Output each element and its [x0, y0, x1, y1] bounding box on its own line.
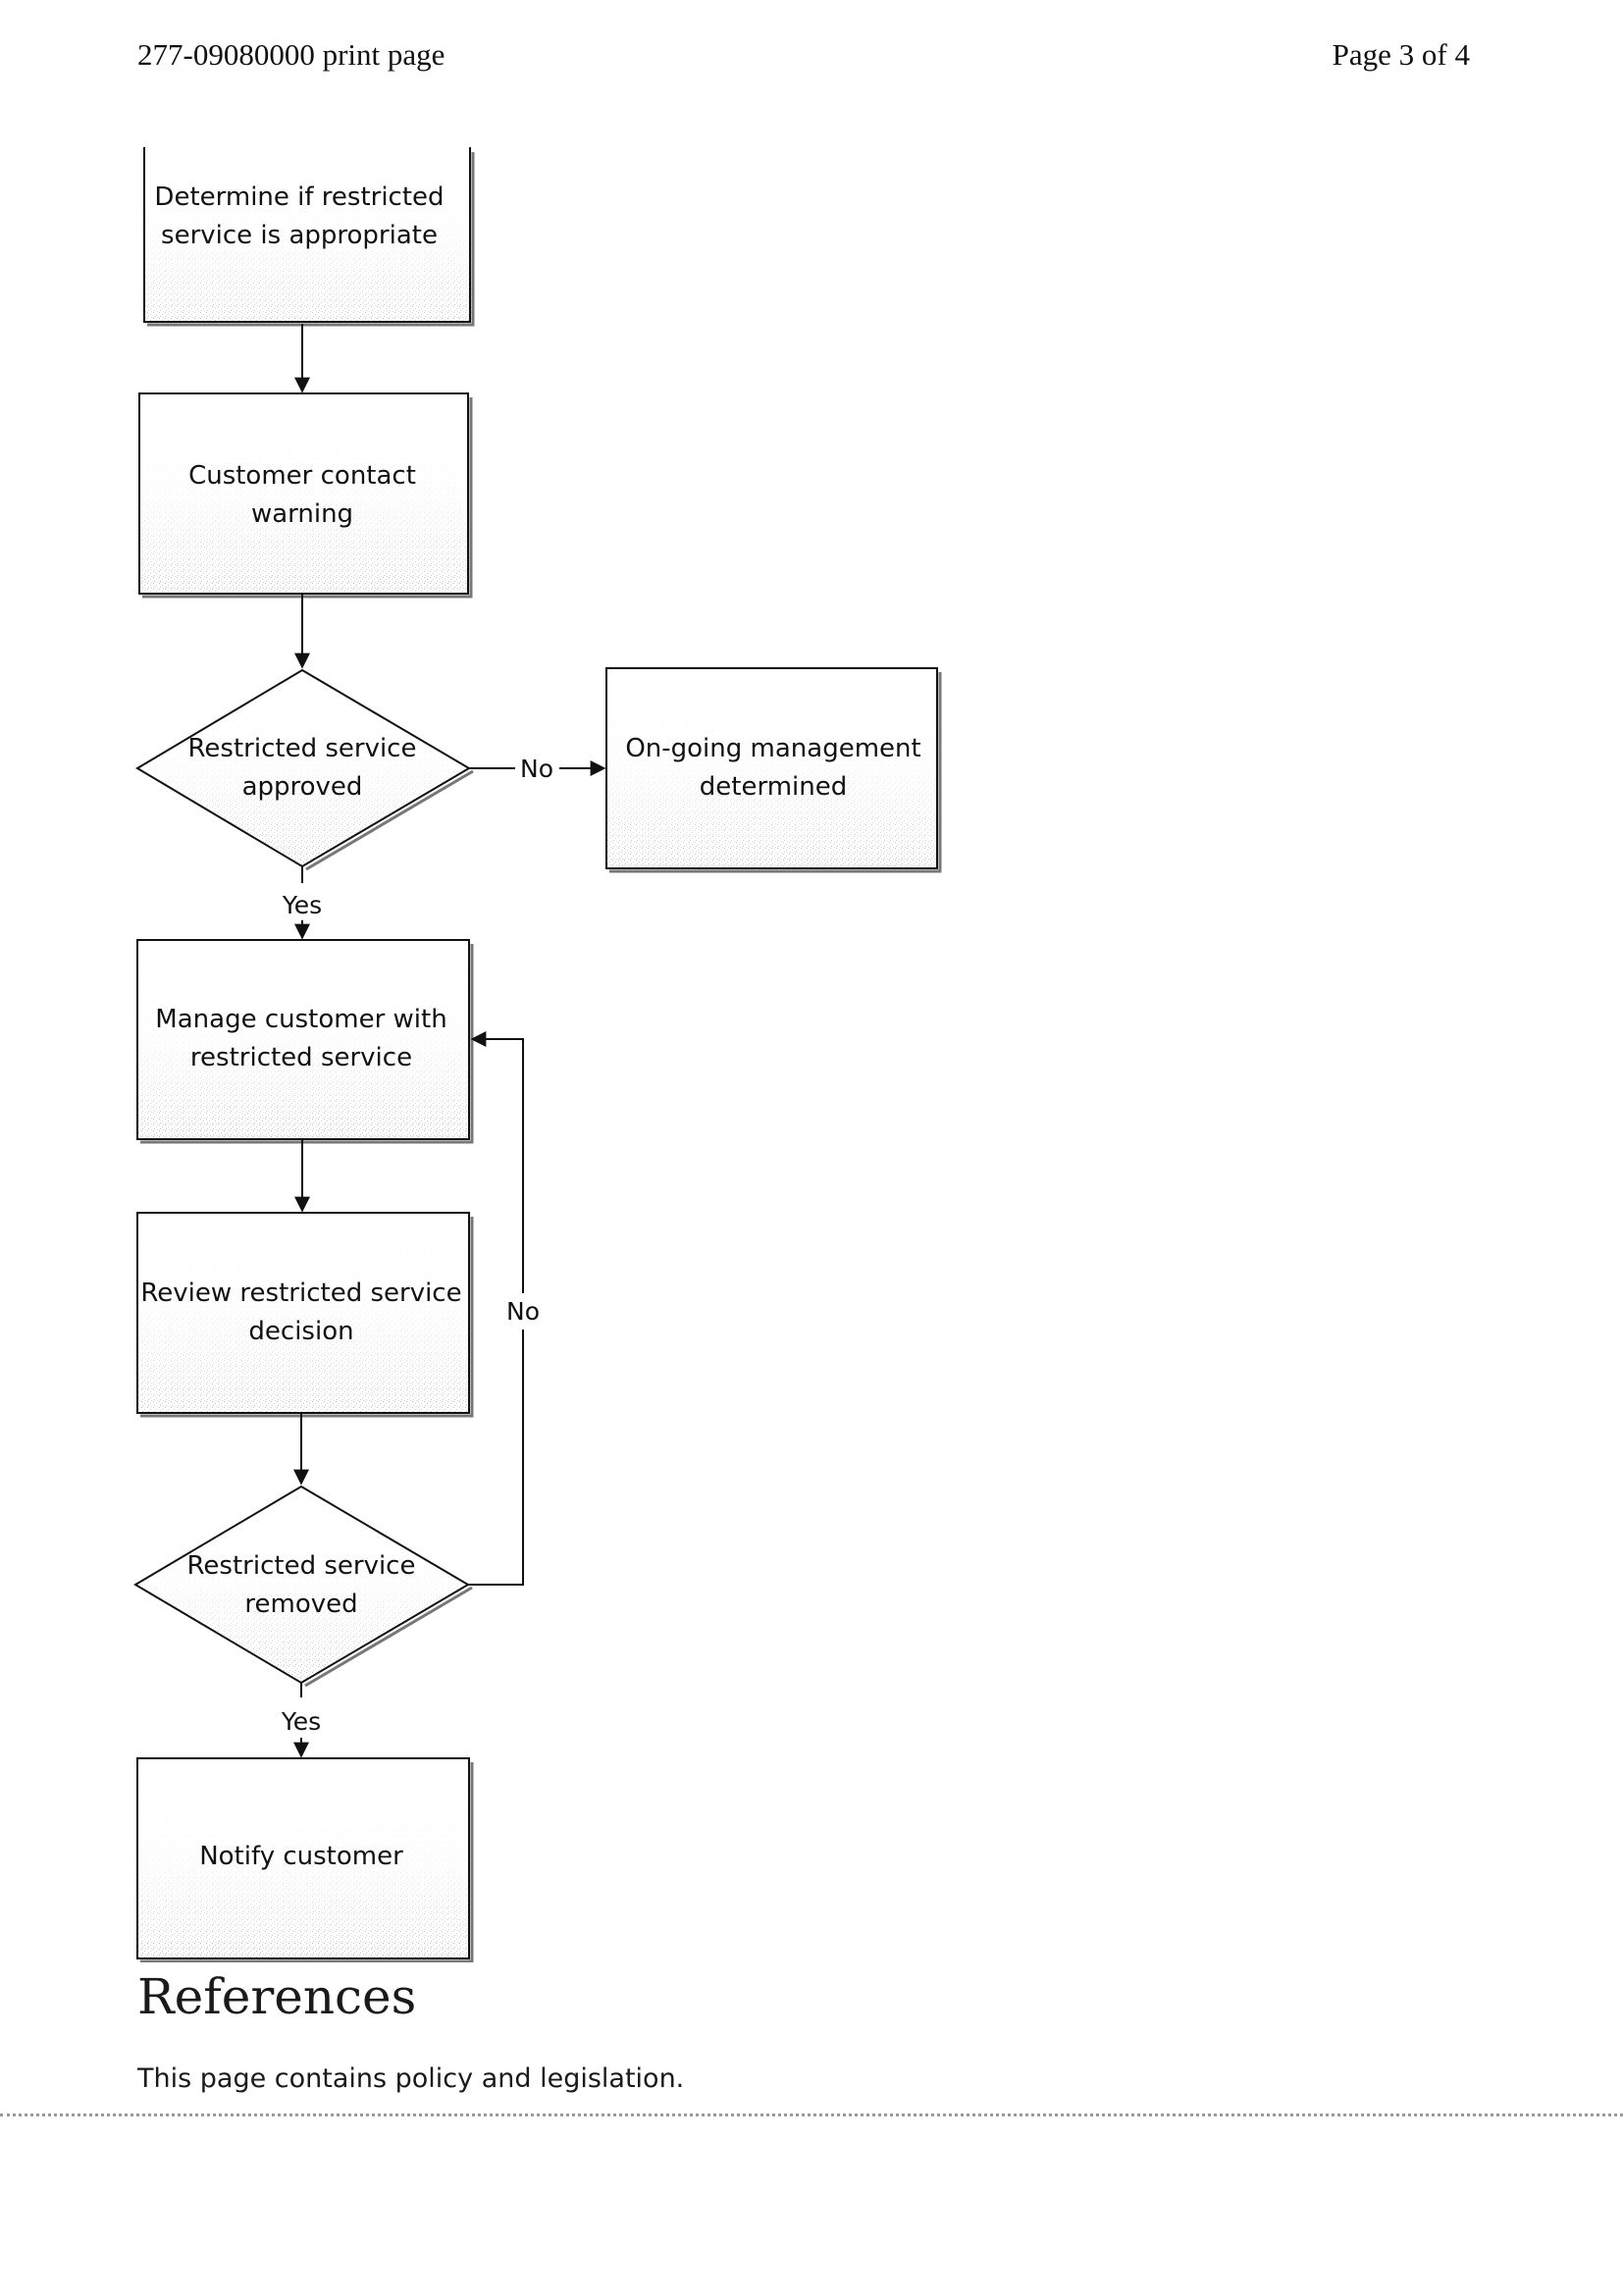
node-warning-line1: Customer contact	[188, 461, 416, 491]
node-review-line1: Review restricted service	[140, 1278, 461, 1308]
node-manage-line2: restricted service	[190, 1043, 412, 1072]
node-ongoing-line1: On-going management	[625, 734, 920, 763]
node-notify: Notify customer	[136, 1757, 474, 1962]
node-determine-line1: Determine if restricted	[154, 183, 444, 212]
edge-label-no-removed: No	[506, 1297, 540, 1326]
node-warning-line2: warning	[251, 499, 353, 529]
node-notify-line1: Notify customer	[199, 1842, 403, 1871]
footer-divider	[0, 2113, 1623, 2116]
flowchart: Determine if restricted service is appro…	[133, 147, 942, 1962]
node-review: Review restricted service decision	[136, 1212, 474, 1418]
document-id: 277-09080000 print page	[137, 37, 445, 72]
node-determine: Determine if restricted service is appro…	[143, 147, 475, 327]
node-removed: Restricted service removed	[133, 1485, 473, 1688]
node-approved: Restricted service approved	[135, 668, 474, 871]
node-removed-line1: Restricted service	[187, 1551, 416, 1581]
references-text: This page contains policy and legislatio…	[137, 2063, 685, 2094]
references-heading: References	[137, 1968, 417, 2025]
edge-removed-manage: No	[468, 1031, 540, 1586]
edge-label-yes-approved: Yes	[282, 891, 322, 919]
node-ongoing-line2: determined	[700, 772, 847, 802]
node-manage: Manage customer with restricted service	[136, 939, 474, 1144]
edge-label-no-approved: No	[520, 755, 553, 783]
node-removed-line2: removed	[244, 1590, 357, 1619]
node-approved-line1: Restricted service	[188, 734, 417, 763]
edge-approved-ongoing: No	[469, 755, 606, 783]
node-manage-line1: Manage customer with	[155, 1005, 446, 1034]
edge-approved-manage: Yes	[282, 866, 322, 940]
edge-label-yes-removed: Yes	[281, 1707, 321, 1736]
node-ongoing: On-going management determined	[605, 667, 942, 873]
edge-removed-notify: Yes	[281, 1683, 321, 1758]
page-number: Page 3 of 4	[1332, 37, 1470, 72]
node-determine-line2: service is appropriate	[161, 221, 438, 250]
node-warning: Customer contact warning	[138, 392, 473, 599]
node-approved-line2: approved	[242, 772, 363, 802]
node-review-line2: decision	[248, 1317, 353, 1346]
